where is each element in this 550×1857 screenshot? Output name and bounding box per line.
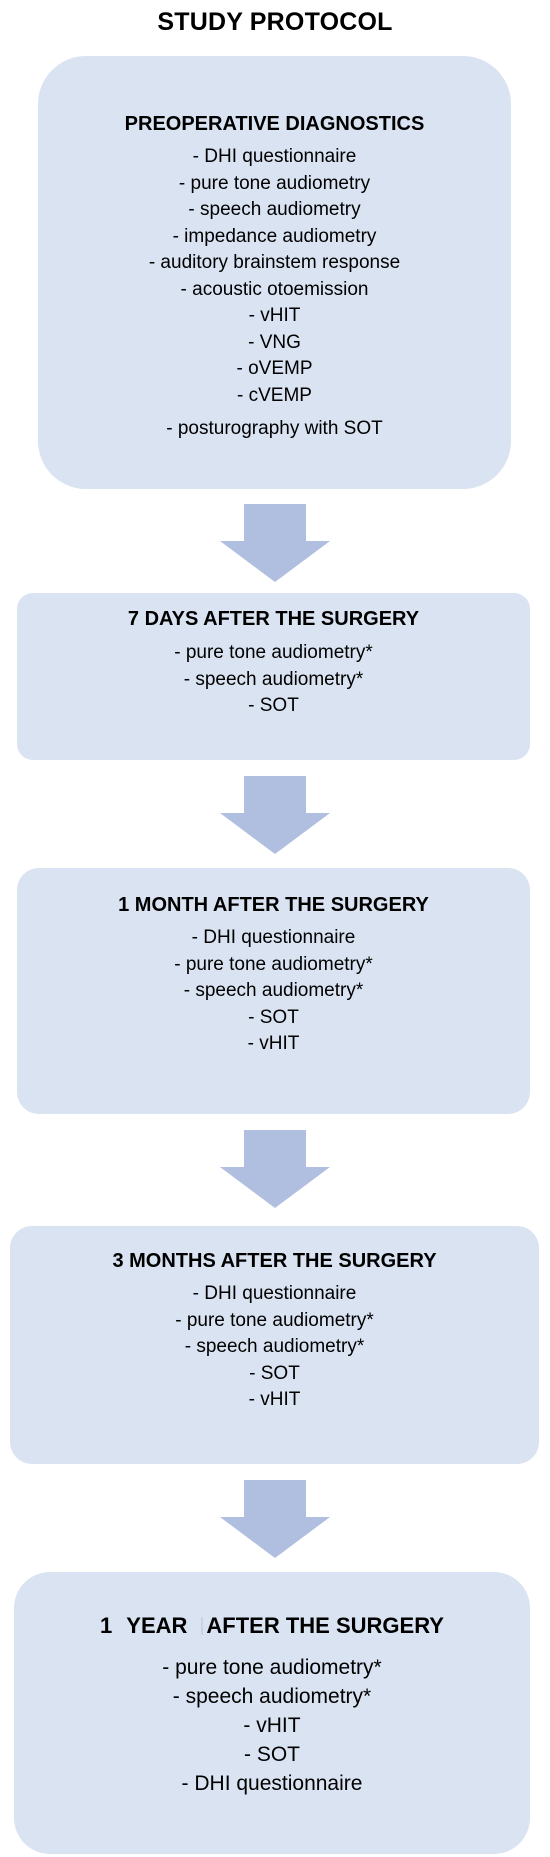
stage-item: - pure tone audiometry bbox=[178, 172, 371, 194]
stage-item: - pure tone audiometry* bbox=[162, 1656, 382, 1679]
stage-heading: 3 MONTHS AFTER THE SURGERY bbox=[112, 1250, 437, 1272]
down-arrow-icon bbox=[220, 776, 330, 854]
stage-item: - impedance audiometry bbox=[172, 225, 377, 247]
stage-item: - posturography with SOT bbox=[166, 418, 383, 439]
stage-item: - pure tone audiometry* bbox=[174, 953, 373, 975]
stage-item: - SOT bbox=[249, 1362, 300, 1384]
stage-item: - auditory brainstem response bbox=[148, 252, 401, 273]
stage-item: - DHI questionnaire bbox=[192, 146, 357, 167]
stage-item: - vHIT bbox=[248, 1389, 301, 1410]
stage-box-1-month: 1 MONTH AFTER THE SURGERY - DHI question… bbox=[17, 868, 530, 1114]
stage-item: - SOT bbox=[248, 1006, 299, 1028]
stage-box-preoperative: PREOPERATIVE DIAGNOSTICS - DHI questionn… bbox=[38, 56, 511, 489]
down-arrow-icon bbox=[220, 1480, 330, 1558]
stage-item: - DHI questionnaire bbox=[181, 1772, 363, 1795]
down-arrow-icon bbox=[220, 1130, 330, 1208]
down-arrow-icon bbox=[220, 504, 330, 582]
stage-heading: 1 MONTH AFTER THE SURGERY bbox=[118, 894, 429, 916]
stage-item: - speech audiometry* bbox=[183, 980, 364, 1001]
heading-unit: YEAR bbox=[126, 1613, 188, 1638]
stage-item: - cVEMP bbox=[237, 384, 312, 406]
heading-rest: AFTER THE SURGERY bbox=[206, 1613, 444, 1638]
stage-item: - speech audiometry* bbox=[184, 1336, 365, 1357]
stage-item: - pure tone audiometry* bbox=[174, 642, 373, 663]
diagram-title: STUDY PROTOCOL bbox=[157, 8, 393, 36]
stage-item: - pure tone audiometry* bbox=[175, 1309, 374, 1331]
stage-item: - SOT bbox=[244, 1743, 300, 1766]
stage-item: - SOT bbox=[248, 695, 299, 716]
stage-item: - oVEMP bbox=[236, 358, 313, 379]
stage-item: - vHIT bbox=[243, 1714, 301, 1737]
heading-number: 1 bbox=[100, 1613, 113, 1638]
stage-heading: PREOPERATIVE DIAGNOSTICS bbox=[124, 113, 425, 135]
stage-item: - speech audiometry* bbox=[183, 668, 364, 690]
heading-separator bbox=[201, 1617, 204, 1635]
stage-box-3-months: 3 MONTHS AFTER THE SURGERY - DHI questio… bbox=[10, 1226, 539, 1464]
stage-item: - acoustic otoemission bbox=[180, 278, 369, 300]
stage-heading: 1 YEAR AFTER THE SURGERY bbox=[14, 1613, 530, 1639]
stage-item: - DHI questionnaire bbox=[191, 927, 356, 948]
stage-heading: 7 DAYS AFTER THE SURGERY bbox=[127, 608, 420, 630]
stage-item: - VNG bbox=[248, 331, 301, 353]
stage-item: - vHIT bbox=[248, 305, 301, 326]
stage-box-1-year: 1 YEAR AFTER THE SURGERY - pure tone audio… bbox=[14, 1572, 530, 1854]
stage-item: - DHI questionnaire bbox=[192, 1283, 357, 1304]
stage-item: - vHIT bbox=[247, 1033, 300, 1054]
stage-box-7-days: 7 DAYS AFTER THE SURGERY - pure tone aud… bbox=[17, 593, 530, 760]
stage-item: - speech audiometry bbox=[188, 199, 361, 220]
stage-item: - speech audiometry* bbox=[172, 1685, 372, 1708]
